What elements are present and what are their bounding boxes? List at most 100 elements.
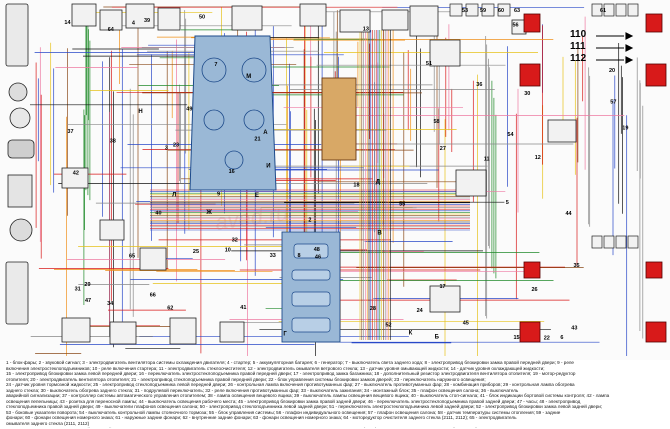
instrument-cluster bbox=[189, 35, 277, 191]
node-number: 39 bbox=[144, 18, 150, 24]
node-number: 15 bbox=[514, 335, 520, 341]
relay-block-top-1 bbox=[71, 3, 97, 27]
node-number: 66 bbox=[150, 292, 156, 298]
node-number: 21 bbox=[254, 137, 260, 143]
connector-letter: Е bbox=[255, 193, 259, 199]
rear-lamp-62-right-top bbox=[645, 63, 667, 87]
connector-letter: К bbox=[409, 330, 413, 336]
component-blocks bbox=[5, 3, 667, 345]
node-number: 54 bbox=[507, 132, 514, 138]
legend-line: отопителя; 20 - электродвигатель вентиля… bbox=[6, 376, 486, 382]
node-number: 26 bbox=[532, 287, 538, 293]
switch-block-1 bbox=[61, 167, 89, 189]
top-label: 53 bbox=[462, 8, 468, 14]
node-number: 37 bbox=[67, 129, 73, 135]
node-number: 22 bbox=[544, 335, 550, 341]
right-module-5 bbox=[547, 119, 577, 143]
node-number: 25 bbox=[193, 249, 199, 255]
callout-110: 110 bbox=[570, 29, 587, 40]
mounting-block bbox=[321, 77, 357, 161]
relay-block-top-8 bbox=[381, 9, 409, 31]
connector-letter: Б bbox=[435, 335, 440, 341]
node-number: 41 bbox=[240, 305, 246, 311]
node-number: 23 bbox=[173, 143, 179, 149]
right-module-3 bbox=[429, 285, 461, 313]
fan-motor bbox=[9, 107, 31, 129]
node-number: 40 bbox=[155, 210, 161, 216]
node-number: 47 bbox=[85, 298, 91, 304]
connector-letter: И bbox=[266, 164, 270, 170]
connector-letter: Н bbox=[138, 109, 142, 115]
node-number: 14 bbox=[64, 20, 71, 26]
relay-block-top-3 bbox=[125, 3, 155, 29]
connector-letter: Д bbox=[376, 180, 381, 186]
node-number: 18 bbox=[353, 183, 359, 189]
switch-block-3 bbox=[139, 247, 167, 271]
node-number: 33 bbox=[270, 253, 276, 259]
node-number: 48 bbox=[314, 247, 320, 253]
connector-letter: В bbox=[377, 231, 382, 237]
relay-block-top-5 bbox=[231, 5, 263, 31]
switch-block-5 bbox=[109, 321, 137, 345]
left-headlamp-block bbox=[5, 3, 29, 67]
connector-letter: А bbox=[263, 130, 268, 136]
node-number: 45 bbox=[463, 321, 469, 327]
node-number: 46 bbox=[315, 254, 321, 260]
starter bbox=[7, 139, 35, 159]
legend-line: 24 - датчик уровня тормозной жидкости; 2… bbox=[6, 382, 575, 388]
rear-lamp-61-bottom bbox=[523, 261, 541, 279]
legend-line: включения электростеклоподъемников; 10 -… bbox=[6, 365, 545, 371]
node-number: 16 bbox=[229, 169, 235, 175]
node-number: 19 bbox=[622, 126, 628, 132]
node-number: 3 bbox=[165, 146, 168, 152]
rear-lamp-62-bottom bbox=[519, 321, 541, 343]
callout-arrows bbox=[596, 32, 634, 64]
relay-block-top-7 bbox=[339, 9, 371, 33]
node-number: 31 bbox=[75, 287, 81, 293]
switch-block-2 bbox=[99, 219, 125, 241]
top-label: 61 bbox=[600, 8, 606, 14]
node-number: 20 bbox=[609, 68, 615, 74]
legend-line: омывателя заднего стекла (2111, 2112) bbox=[6, 421, 90, 427]
connector-letter: Л bbox=[172, 192, 176, 198]
callout-111: 111 bbox=[570, 41, 586, 52]
legend-line: аварийной сигнализации; 37 - контроллер … bbox=[6, 393, 610, 399]
horn bbox=[8, 82, 28, 102]
rear-lamp-62-top bbox=[519, 63, 541, 87]
node-number: 11 bbox=[484, 157, 490, 163]
node-number: 28 bbox=[370, 306, 376, 312]
right-module-2 bbox=[455, 169, 487, 197]
node-number: 24 bbox=[417, 308, 424, 314]
top-label: 60 bbox=[498, 8, 504, 14]
switch-block-4 bbox=[61, 317, 91, 343]
node-number: 38 bbox=[110, 139, 116, 145]
node-number: 8 bbox=[298, 253, 301, 259]
callout-112: 112 bbox=[570, 53, 587, 64]
rear-lamp-61-right-top bbox=[645, 13, 663, 33]
node-number: 30 bbox=[524, 91, 530, 97]
legend-line: стеклоподъемника правой задней двери; 49… bbox=[6, 404, 603, 410]
node-number: 43 bbox=[571, 326, 577, 332]
connector-letter: Г bbox=[283, 332, 287, 338]
switch-block-7 bbox=[219, 321, 245, 343]
top-label: 63 bbox=[514, 8, 520, 14]
top-bulb-brackets bbox=[449, 3, 639, 249]
node-number: 55 bbox=[399, 202, 405, 208]
node-number: 2 bbox=[308, 218, 311, 224]
node-number: 27 bbox=[440, 146, 446, 152]
node-number: 64 bbox=[108, 27, 115, 33]
battery bbox=[7, 174, 33, 208]
node-number: 32 bbox=[232, 237, 238, 243]
relay-block-top-2 bbox=[99, 9, 123, 31]
relay-block-top-9 bbox=[409, 5, 439, 37]
rear-lamp-62-right-bottom bbox=[645, 321, 667, 343]
legend-line: фонари; 60 - фонари освещения номерного … bbox=[6, 415, 517, 421]
node-number: 10 bbox=[225, 248, 231, 254]
node-number: 35 bbox=[574, 263, 580, 269]
connector-letter: М bbox=[246, 74, 251, 80]
top-label: 59 bbox=[480, 8, 486, 14]
legend-caption: 1 - блок-фары; 2 - звуковой сигнал; 3 - … bbox=[6, 360, 664, 428]
legend-line: освещения пепельницы; 43 - розетка для п… bbox=[6, 398, 581, 404]
